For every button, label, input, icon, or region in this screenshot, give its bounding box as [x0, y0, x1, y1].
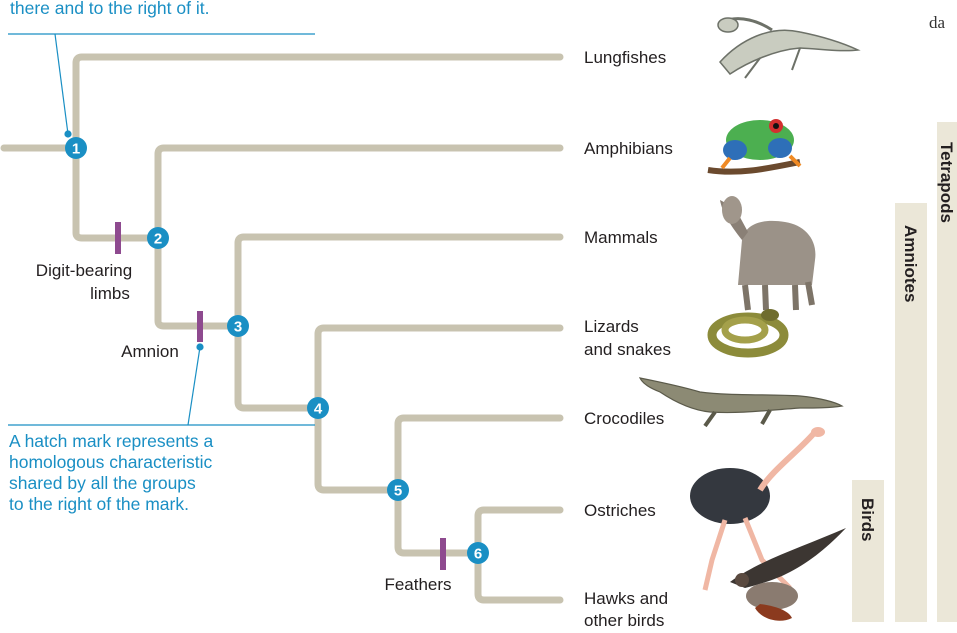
node-label-2: 2: [154, 231, 162, 248]
taxon-lizards-line2: and snakes: [584, 340, 671, 359]
callout-hatch-mark: A hatch mark represents a homologous cha…: [9, 431, 213, 515]
branch-4-5: [318, 408, 398, 490]
clade-label-tetrapods: Tetrapods: [937, 142, 956, 223]
snake-image: [712, 309, 784, 353]
wolf-image: [720, 196, 815, 310]
taxon-lizards-line1: Lizards: [584, 317, 639, 336]
clade-label-amniotes: Amniotes: [901, 225, 920, 302]
lizard-branch: [318, 328, 560, 408]
crocodile-branch: [398, 418, 560, 490]
hatch-marks: [118, 222, 443, 570]
node-label-6: 6: [474, 546, 482, 563]
node-label-3: 3: [234, 319, 242, 336]
callout-top: there and to the right of it.: [10, 0, 209, 19]
lungfish-image: [718, 18, 858, 78]
hawk-image: [730, 528, 846, 621]
node-label-1: 1: [72, 141, 80, 158]
amphibian-branch: [158, 148, 560, 238]
node-label-5: 5: [394, 483, 402, 500]
branch-5-6: [398, 490, 478, 553]
mammal-branch: [238, 237, 560, 326]
hawk-branch: [478, 553, 560, 600]
taxon-amphibians: Amphibians: [584, 139, 673, 158]
branches: [4, 57, 560, 600]
callout-line: A hatch mark represents a: [9, 431, 213, 452]
frog-image: [708, 119, 800, 172]
branch-3-4: [238, 326, 318, 408]
node-label-4: 4: [314, 401, 323, 418]
taxon-ostriches: Ostriches: [584, 501, 656, 520]
taxon-hawks-line1: Hawks and: [584, 589, 668, 608]
corner-text: da: [929, 13, 946, 32]
taxon-hawks-line2: other birds: [584, 611, 664, 630]
lungfish-branch: [76, 57, 560, 148]
clade-label-birds: Birds: [858, 498, 877, 541]
callout-line: homologous characteristic: [9, 452, 213, 473]
crocodile-image: [640, 378, 842, 426]
trait-digit-limbs-line1: Digit-bearing: [36, 261, 132, 280]
ostrich-branch: [478, 510, 560, 553]
trait-feathers: Feathers: [384, 575, 451, 594]
callout-line: to the right of the mark.: [9, 494, 213, 515]
taxon-lungfishes: Lungfishes: [584, 48, 666, 67]
taxon-crocodiles: Crocodiles: [584, 409, 664, 428]
callout-line: shared by all the groups: [9, 473, 213, 494]
taxon-mammals: Mammals: [584, 228, 658, 247]
trait-digit-limbs-line2: limbs: [90, 284, 130, 303]
trait-amnion: Amnion: [121, 342, 179, 361]
